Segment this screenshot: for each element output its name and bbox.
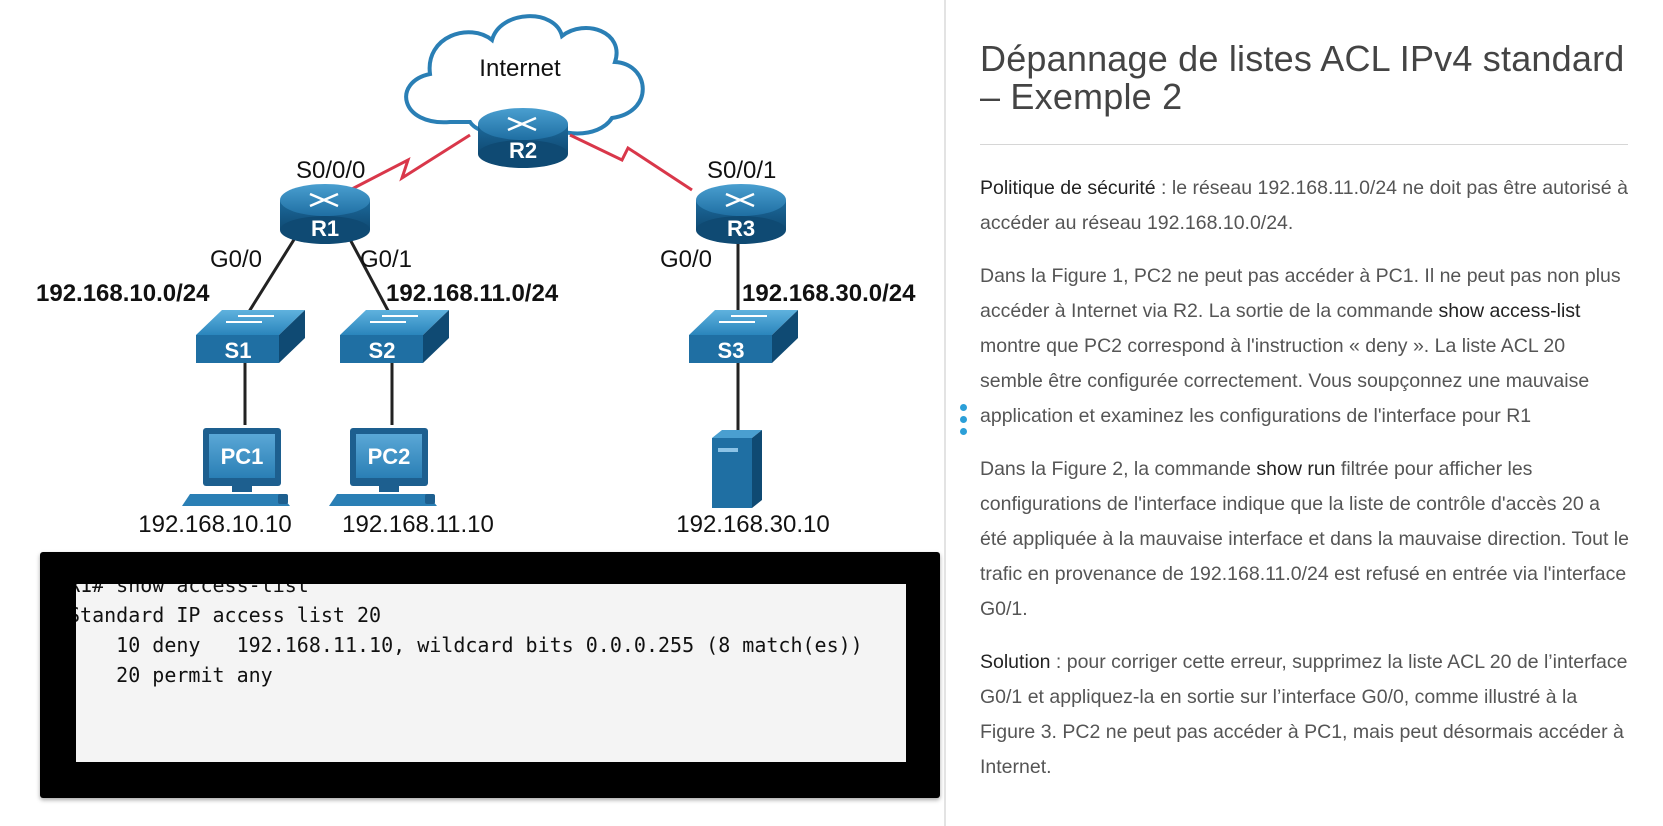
command-show-run: show run: [1256, 458, 1336, 480]
link-r1-s1: [243, 229, 302, 319]
router-r2-label: R2: [509, 138, 537, 163]
switch-s1-label: S1: [225, 338, 252, 363]
title-divider: [980, 144, 1628, 145]
security-policy-text: : le réseau 192.168.11.0/24 ne doit pas …: [980, 177, 1628, 234]
link-r1-s2: [343, 229, 394, 319]
security-policy-label: Politique de sécurité: [980, 177, 1156, 199]
pc-pc2[interactable]: PC2: [329, 428, 437, 506]
switch-s2-label: S2: [369, 338, 396, 363]
switch-s1[interactable]: S1: [196, 310, 305, 363]
port-r3-s001: S0/0/1: [707, 157, 776, 184]
topology-diagram: Internet R2 R1: [36, 14, 940, 798]
network-label-lan2: 192.168.11.0/24: [386, 280, 559, 307]
paragraph-figure-1: Dans la Figure 1, PC2 ne peut pas accéde…: [980, 259, 1630, 434]
solution-label: Solution: [980, 651, 1051, 673]
server-ip: 192.168.30.10: [676, 511, 829, 538]
figure-2-text-a: Dans la Figure 2, la commande: [980, 458, 1257, 480]
topology-svg: Internet R2 R1: [36, 14, 916, 538]
paragraph-figure-2: Dans la Figure 2, la commande show run f…: [980, 452, 1630, 627]
figure-1-text-b: montre que PC2 correspond à l'instructio…: [980, 335, 1590, 427]
internet-cloud: Internet: [404, 14, 645, 137]
cli-line-3: 10 deny 192.168.11.10, wildcard bits 0.0…: [76, 633, 863, 657]
page-title: Dépannage de listes ACL IPv4 standard – …: [980, 38, 1625, 117]
pc1-ip: 192.168.10.10: [138, 511, 291, 538]
network-label-lan3: 192.168.30.0/24: [742, 280, 916, 307]
paragraph-solution: Solution : pour corriger cette erreur, s…: [980, 645, 1630, 785]
port-r1-g00: G0/0: [210, 246, 262, 273]
router-r3[interactable]: R3: [696, 184, 786, 244]
switch-s3[interactable]: S3: [689, 310, 798, 363]
cli-line-4: 20 permit any: [76, 663, 273, 687]
network-label-lan1: 192.168.10.0/24: [36, 280, 210, 307]
router-r3-label: R3: [727, 216, 755, 241]
paragraph-security-policy: Politique de sécurité : le réseau 192.16…: [980, 171, 1630, 241]
switch-s2[interactable]: S2: [340, 310, 449, 363]
cli-output: R1# show access-list Standard IP access …: [76, 584, 906, 762]
cli-line-2: Standard IP access list 20: [76, 603, 382, 627]
cli-terminal-window: R1# show access-list Standard IP access …: [40, 552, 940, 798]
router-r1-label: R1: [311, 216, 339, 241]
cli-line-1: R1# show access-list: [76, 584, 309, 597]
article-panel: Dépannage de listes ACL IPv4 standard – …: [980, 40, 1630, 803]
serial-link-r2-r3: [569, 133, 693, 192]
switch-s3-label: S3: [718, 338, 745, 363]
pc2-ip: 192.168.11.10: [342, 511, 494, 538]
solution-text: : pour corriger cette erreur, supprimez …: [980, 651, 1628, 778]
command-show-access-list: show access-list: [1438, 300, 1581, 322]
figure-2-text-b: filtrée pour afficher les configurations…: [980, 458, 1629, 620]
router-r2[interactable]: R2: [478, 108, 568, 168]
pc1-label: PC1: [221, 444, 264, 469]
figure-1-text-a: Dans la Figure 1, PC2 ne peut pas accéde…: [980, 265, 1621, 322]
drag-handle-icon[interactable]: [960, 404, 968, 438]
server[interactable]: [712, 430, 762, 508]
pc2-label: PC2: [368, 444, 411, 469]
port-r3-g00: G0/0: [660, 246, 712, 273]
serial-link-r1-r2: [349, 133, 471, 192]
port-r1-s000: S0/0/0: [296, 157, 365, 184]
port-r1-g01: G0/1: [360, 246, 412, 273]
pc-pc1[interactable]: PC1: [182, 428, 290, 506]
cloud-label: Internet: [479, 55, 561, 82]
router-r1[interactable]: R1: [280, 184, 370, 244]
panel-divider: [944, 0, 946, 826]
